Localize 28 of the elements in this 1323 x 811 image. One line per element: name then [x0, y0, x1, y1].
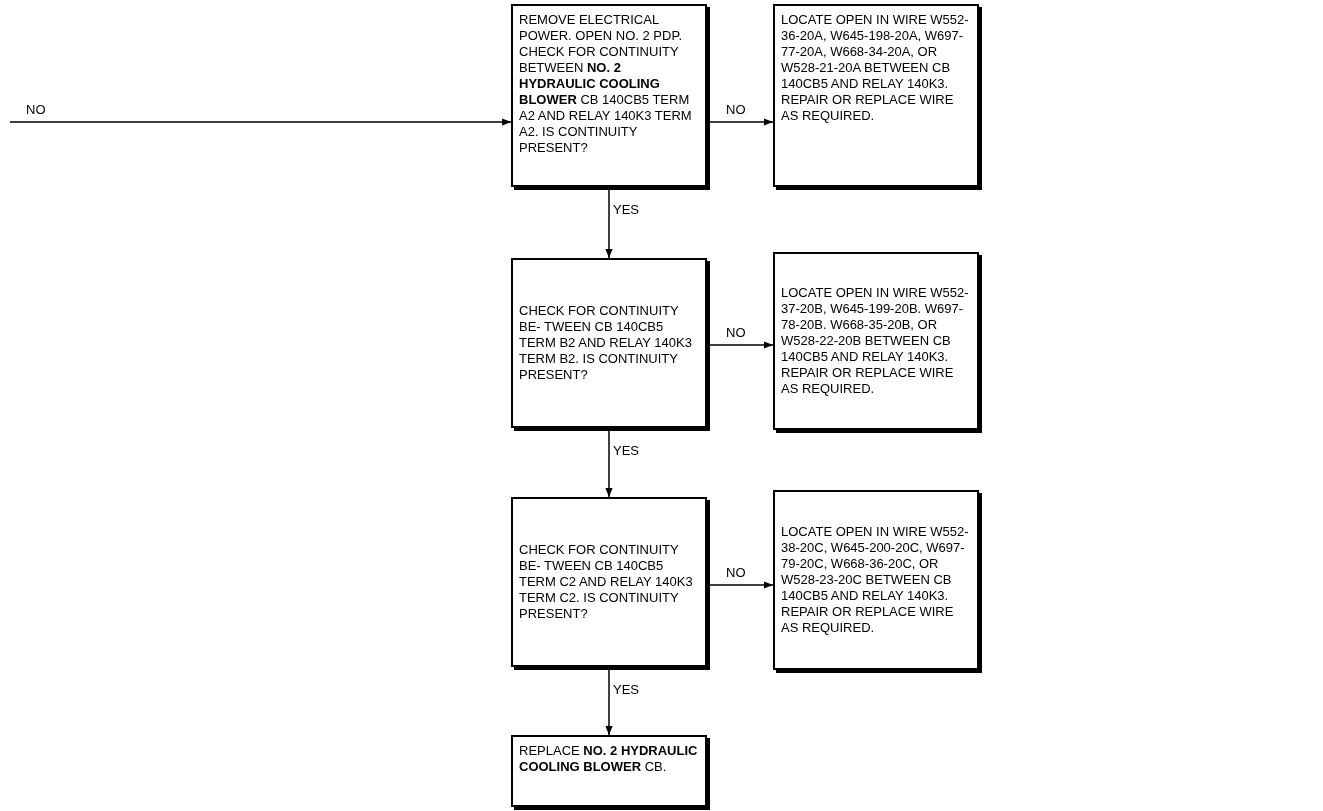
- box-text: CHECK FOR CONTINUITY BE- TWEEN CB 140CB5 TERM B2 AND RELAY 140K3 TERM B2. IS CONTINUITY PRESENT?: [519, 303, 693, 383]
- edge-label: NO: [724, 325, 748, 340]
- process-box: [511, 497, 707, 667]
- arrow: [709, 118, 774, 126]
- process-box: [773, 252, 979, 430]
- edge-label: NO: [724, 102, 748, 117]
- edge-label: YES: [611, 443, 641, 458]
- box-text: CHECK FOR CONTINUITY BE- TWEEN CB 140CB5 TERM C2 AND RELAY 140K3 TERM C2. IS CONTINUITY PRESENT?: [519, 542, 694, 622]
- arrow: [605, 189, 613, 259]
- edge-label: YES: [611, 682, 641, 697]
- box-text: LOCATE OPEN IN WIRE W552- 37-20B, W645-199-20B. W697-78-20B. W668-35-20B, OR W528-22-20B BETWEEN CB 140CB5 AND RELAY 140K3. REPAIR OR REPLACE WIRE AS REQUIRED.: [781, 285, 970, 397]
- box-text: REMOVE ELECTRICAL POWER. OPEN NO. 2 PDP. CHECK FOR CONTINUITY BETWEEN NO. 2 HYDRAULIC COOLING BLOWER CB 140CB5 TERM A2 AND RELAY 140K3 TERM A2. IS CONTINUITY PRESENT?: [519, 12, 693, 156]
- edge-label: YES: [611, 202, 641, 217]
- arrow: [9, 118, 512, 126]
- arrow: [605, 669, 613, 736]
- process-box: [511, 4, 707, 187]
- box-text: LOCATE OPEN IN WIRE W552- 38-20C, W645-200-20C, W697-79-20C, W668-36-20C, OR W528-23-20C BETWEEN CB 140CB5 AND RELAY 140K3. REPAIR OR REPLACE WIRE AS REQUIRED.: [781, 524, 970, 636]
- process-box: [773, 4, 979, 187]
- edge-label: NO: [24, 102, 48, 117]
- arrow: [605, 430, 613, 498]
- arrow: [709, 341, 774, 349]
- arrow: [709, 581, 774, 589]
- process-box: [511, 258, 707, 428]
- box-text: REPLACE NO. 2 HYDRAULIC COOLING BLOWER CB.: [519, 743, 699, 775]
- edge-label: NO: [724, 565, 748, 580]
- process-box: [511, 735, 707, 807]
- box-text: LOCATE OPEN IN WIRE W552- 36-20A, W645-198-20A, W697-77-20A, W668-34-20A, OR W528-21-20A BETWEEN CB 140CB5 AND RELAY 140K3. REPAIR OR REPLACE WIRE AS REQUIRED.: [781, 12, 970, 124]
- process-box: [773, 490, 979, 670]
